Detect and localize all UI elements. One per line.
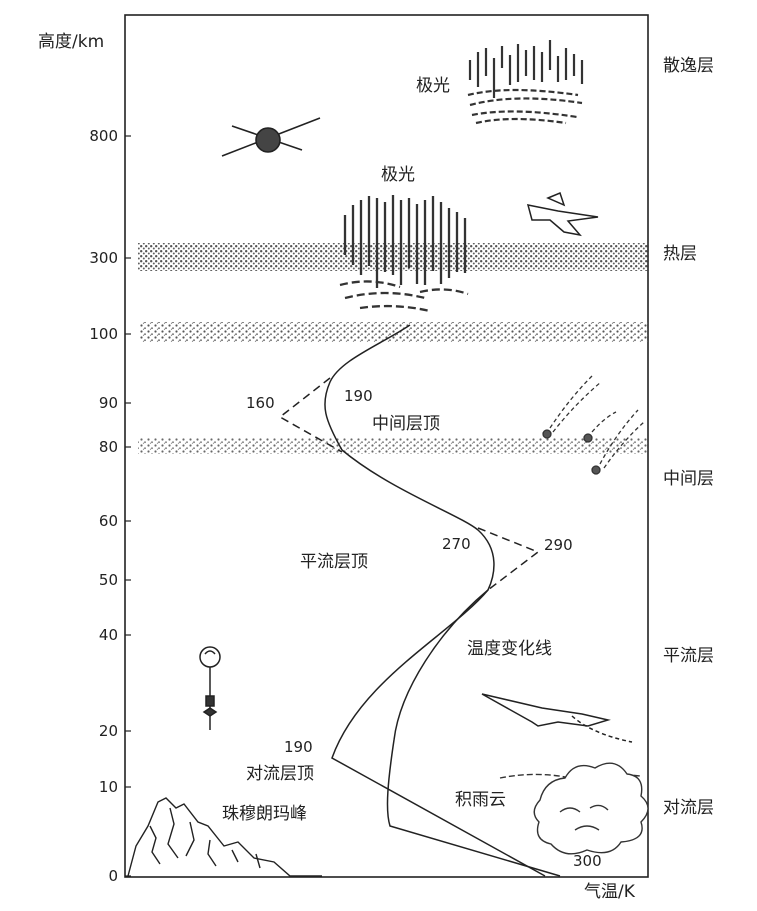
- y-tick-label: 20: [98, 722, 118, 740]
- cumulonimbus-cloud-icon: [499, 762, 649, 855]
- annotation-aurora-upper: 极光: [416, 76, 450, 96]
- satellite-icon: [221, 117, 321, 157]
- x-axis-label: 气温/K: [584, 882, 635, 902]
- mesopause-band: [138, 438, 648, 454]
- weather-balloon-icon: [199, 646, 221, 730]
- y-tick-label: 0: [108, 867, 118, 885]
- annotation-temperature-curve: 温度变化线: [467, 639, 552, 659]
- layer-mesosphere: 中间层: [663, 469, 714, 489]
- temp-300: 300: [573, 852, 602, 870]
- y-tick-label: 50: [98, 571, 118, 589]
- temperature-dashed-upper: [278, 377, 343, 453]
- temp-160: 160: [246, 394, 275, 412]
- annotation-cumulonimbus: 积雨云: [455, 790, 506, 810]
- meteors-icon: [542, 375, 645, 475]
- annotation-mesopause: 中间层顶: [372, 414, 440, 434]
- y-axis-label: 高度/km: [38, 32, 105, 52]
- temperature-curve-solid: [324, 324, 546, 877]
- y-tick-label: 40: [98, 626, 118, 644]
- y-tick-label: 100: [89, 325, 118, 343]
- aurora-lower-drawing: [339, 195, 469, 313]
- temperature-curve-inner: [386, 589, 561, 877]
- mesosphere-top-band: [140, 322, 648, 342]
- temp-190-lower: 190: [284, 738, 313, 756]
- everest-mountain-icon: [127, 797, 322, 877]
- y-tick-label: 300: [89, 249, 118, 267]
- layer-troposphere: 对流层: [663, 798, 714, 818]
- annotation-tropopause: 对流层顶: [246, 764, 314, 784]
- y-tick-marks: [125, 135, 131, 877]
- annotation-stratopause: 平流层顶: [300, 552, 368, 572]
- y-tick-label: 90: [98, 394, 118, 412]
- space-shuttle-icon: [526, 191, 599, 237]
- aurora-upper-drawing: [467, 40, 584, 125]
- jet-aircraft-icon: [481, 693, 633, 743]
- temp-270: 270: [442, 535, 471, 553]
- temperature-dashed-lower: [477, 527, 540, 591]
- layer-thermosphere: 热层: [663, 244, 697, 264]
- y-tick-label: 800: [89, 127, 118, 145]
- y-tick-label: 80: [98, 438, 118, 456]
- annotation-everest: 珠穆朗玛峰: [222, 804, 307, 824]
- annotation-aurora-lower: 极光: [381, 165, 415, 185]
- temperature-profile: [278, 324, 561, 877]
- layer-stratosphere: 平流层: [663, 646, 714, 666]
- layer-exosphere: 散逸层: [663, 56, 714, 76]
- y-tick-label: 10: [98, 778, 118, 796]
- temp-190-upper: 190: [344, 387, 373, 405]
- temp-290: 290: [544, 536, 573, 554]
- y-tick-label: 60: [98, 512, 118, 530]
